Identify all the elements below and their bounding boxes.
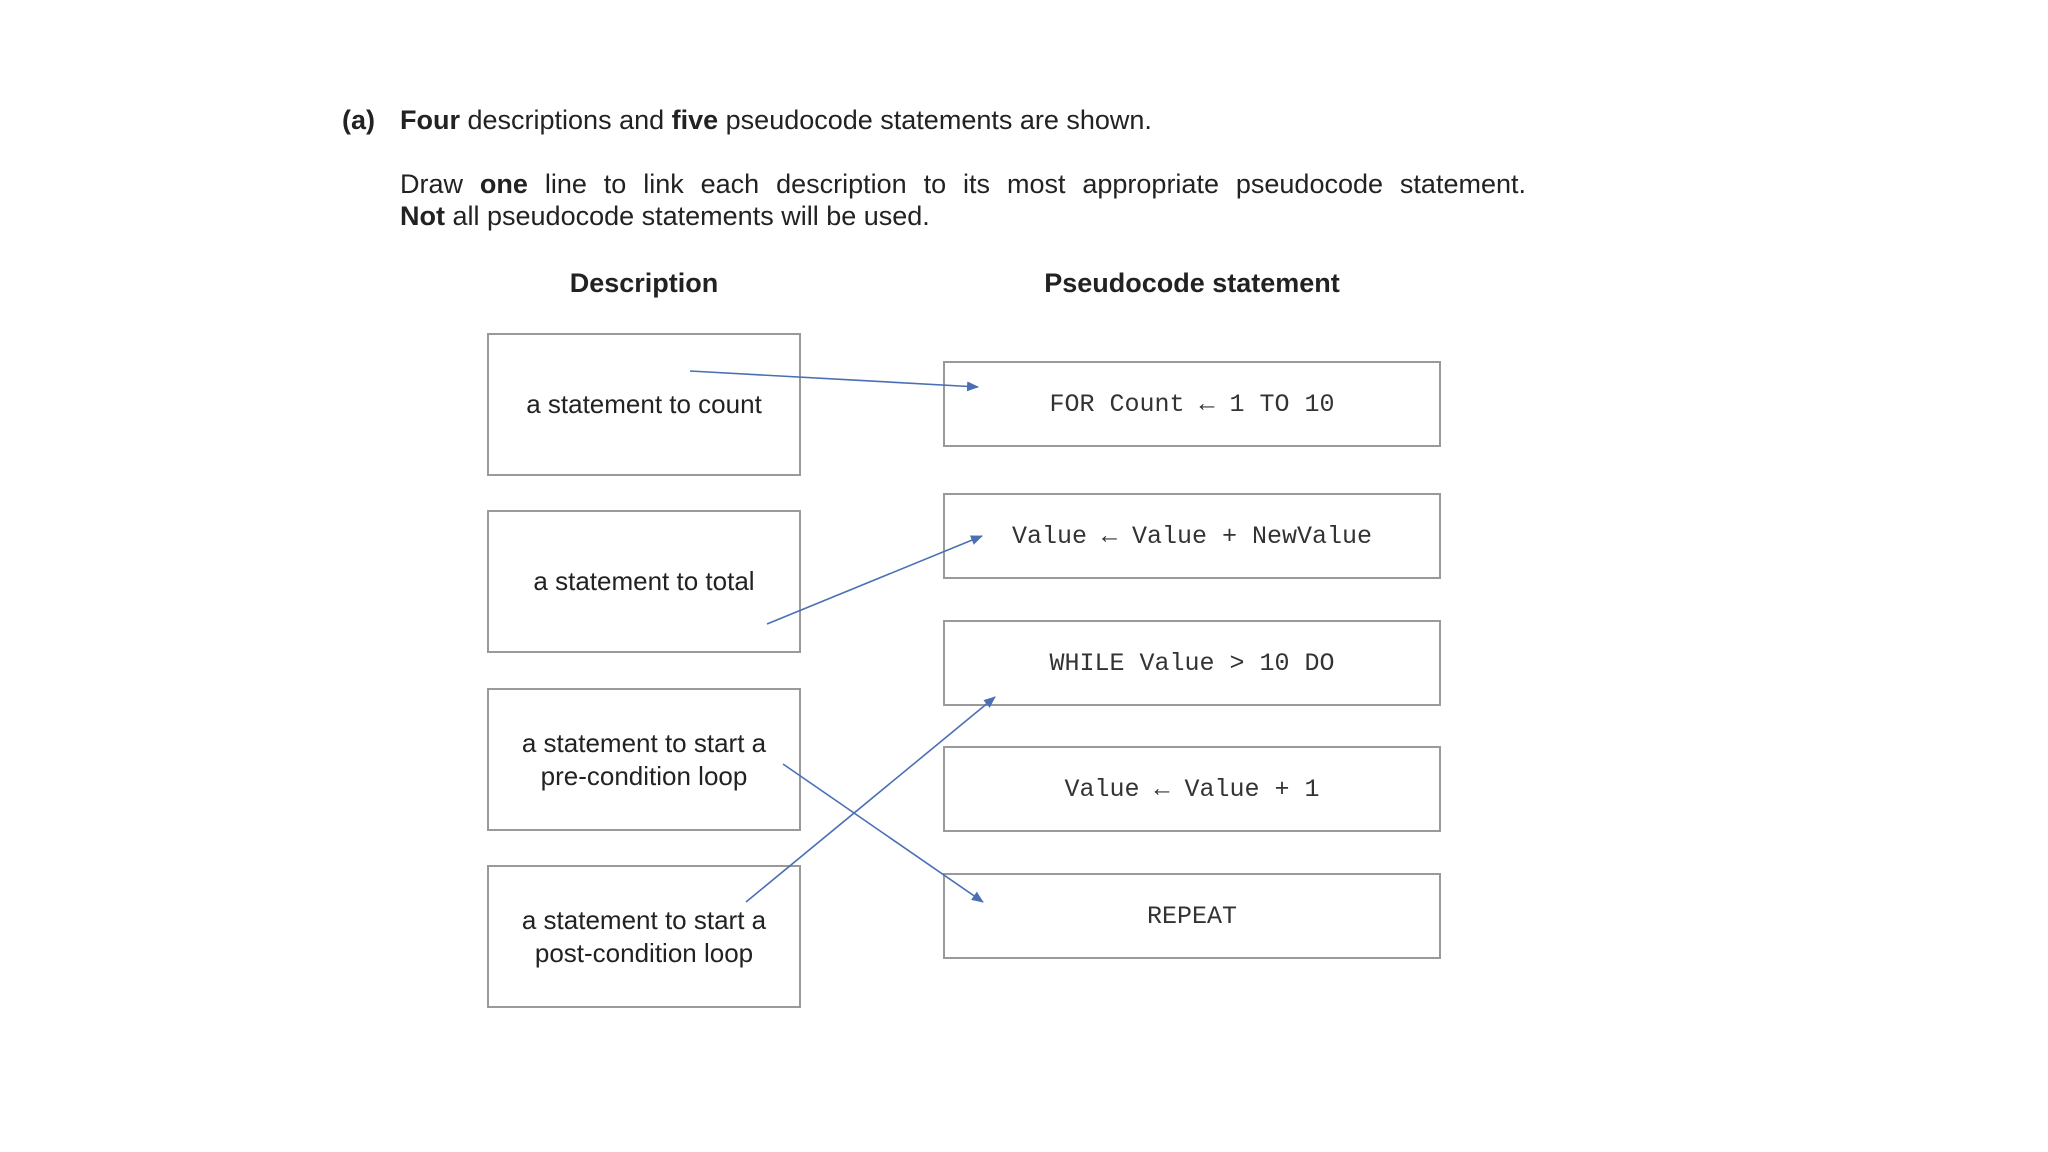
note-line: Not all pseudocode statements will be us…: [400, 200, 1526, 232]
statement-text: REPEAT: [1146, 901, 1237, 931]
statement-text: Value ← Value + NewValue: [1011, 521, 1373, 551]
question-intro: Four descriptions and five pseudocode st…: [400, 104, 1152, 136]
statement-text: Value ← Value + 1: [1064, 774, 1320, 804]
pseudocode-heading: Pseudocode statement: [1044, 268, 1340, 298]
description-box-count[interactable]: a statement to count: [487, 333, 801, 476]
instruction-bold-one: one: [479, 169, 528, 199]
intro-text-end: pseudocode statements are shown.: [718, 105, 1152, 135]
statement-box-while[interactable]: WHILE Value > 10 DO: [943, 620, 1441, 706]
statement-box-for-count[interactable]: FOR Count ← 1 TO 10: [943, 361, 1441, 447]
statement-text: FOR Count ← 1 TO 10: [1049, 389, 1335, 419]
description-box-pre-condition-loop[interactable]: a statement to start a pre-condition loo…: [487, 688, 801, 831]
intro-bold-four: Four: [400, 105, 460, 135]
description-text: a statement to start a post-condition lo…: [521, 904, 767, 968]
description-text: a statement to total: [533, 566, 755, 596]
statement-box-value-plus-newvalue[interactable]: Value ← Value + NewValue: [943, 493, 1441, 579]
statement-box-value-plus-one[interactable]: Value ← Value + 1: [943, 746, 1441, 832]
description-box-post-condition-loop[interactable]: a statement to start a post-condition lo…: [487, 865, 801, 1008]
description-text: a statement to start a pre-condition loo…: [521, 727, 767, 791]
statement-text: WHILE Value > 10 DO: [1049, 648, 1335, 678]
intro-text-middle: descriptions and: [460, 105, 672, 135]
instruction-line: Draw one line to link each description t…: [400, 168, 1526, 200]
instruction-start: Draw: [400, 169, 480, 199]
question-label: (a): [342, 105, 375, 135]
instruction-end: line to link each description to its mos…: [527, 169, 1526, 199]
question-instructions: Draw one line to link each description t…: [400, 168, 1526, 232]
description-text: a statement to count: [526, 389, 762, 419]
description-heading: Description: [569, 268, 719, 298]
description-box-total[interactable]: a statement to total: [487, 510, 801, 653]
note-bold-not: Not: [400, 201, 445, 231]
note-end: all pseudocode statements will be used.: [444, 201, 930, 231]
statement-box-repeat[interactable]: REPEAT: [943, 873, 1441, 959]
intro-bold-five: five: [671, 105, 719, 135]
